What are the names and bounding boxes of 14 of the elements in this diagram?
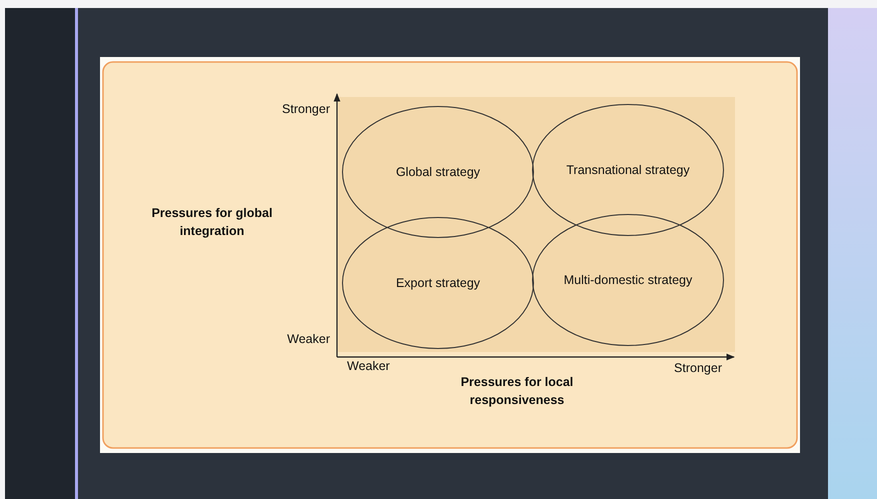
axis-tick-label: Stronger (674, 361, 722, 375)
strategy-ellipse (342, 217, 534, 349)
axis-title: Pressures for local responsiveness (460, 374, 574, 409)
axis-tick-label: Stronger (282, 102, 330, 116)
strategy-label: Global strategy (396, 165, 480, 179)
strategy-label: Export strategy (396, 276, 480, 290)
strategy-label: Transnational strategy (566, 163, 690, 177)
axis-tick-label: Weaker (347, 359, 390, 373)
strategy-ellipse (342, 106, 534, 238)
axis-title: Pressures for global integration (150, 205, 274, 240)
axis-tick-label: Weaker (287, 332, 330, 346)
strategy-ellipse (532, 104, 724, 236)
strategy-label: Multi-domestic strategy (564, 273, 692, 287)
strategy-ellipse (532, 214, 724, 346)
